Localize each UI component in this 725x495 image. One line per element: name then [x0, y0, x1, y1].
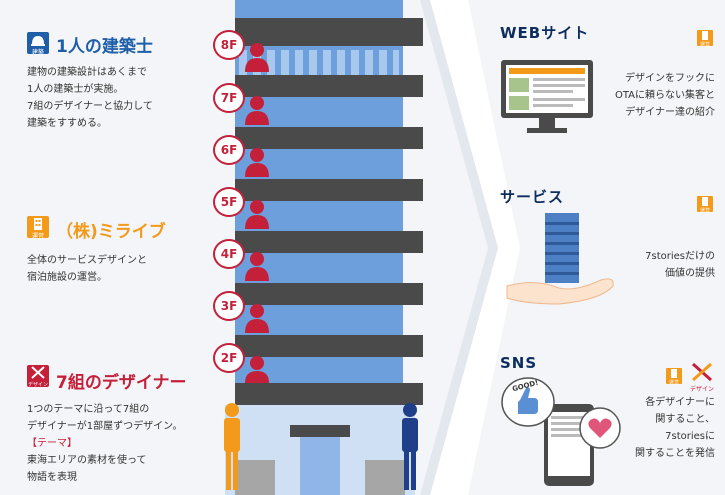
sns-description: 各デザイナーに 関すること、 7storiesに 関することを発信: [635, 397, 715, 459]
floor-label-6f: 6F: [213, 135, 245, 165]
architect-title: 1人の建築士: [56, 37, 153, 57]
mirai-title: （株)ミライブ: [56, 222, 166, 242]
design-tools-icon: デザイン: [27, 365, 49, 388]
web-title: WEBサイト: [500, 24, 590, 42]
building-icon: 運営: [666, 368, 682, 386]
floor-label-5f: 5F: [213, 187, 245, 217]
building-icon: 運営: [697, 30, 713, 48]
design-tools-icon: デザイン: [688, 362, 716, 393]
floor-label-2f: 2F: [213, 343, 245, 373]
designers-description: 1つのテーマに沿って7組の デザイナーが1部屋ずつデザイン。 【テーマ】 東海エ…: [27, 404, 183, 483]
floor-label-4f: 4F: [213, 239, 245, 269]
service-title: サービス: [500, 188, 565, 206]
building-icon: 運営: [27, 216, 49, 240]
building-icon: 運営: [697, 196, 713, 214]
sns-title: SNS: [500, 354, 538, 372]
service-description: 7storiesだけの 価値の提供: [645, 251, 715, 279]
floor-label-3f: 3F: [213, 291, 245, 321]
architect-description: 建物の建築設計はあくまで 1人の建築士が実施。 7組のデザイナーと協力して 建築…: [27, 67, 153, 129]
smartphone-icon: [501, 377, 621, 486]
floor-label-7f: 7F: [213, 83, 245, 113]
mirai-description: 全体のサービスデザインと 宿泊施設の運営。: [27, 255, 147, 283]
designers-title: 7組のデザイナー: [56, 373, 187, 393]
monitor-icon: [501, 60, 593, 133]
hand-holding-building-icon: [506, 213, 614, 305]
floor-label-8f: 8F: [213, 30, 245, 60]
building-illustration: [224, 0, 423, 495]
web-description: デザインをフックに OTAに頼らない集客と デザイナー達の紹介: [614, 73, 715, 118]
architect-icon: 建築: [27, 32, 49, 56]
